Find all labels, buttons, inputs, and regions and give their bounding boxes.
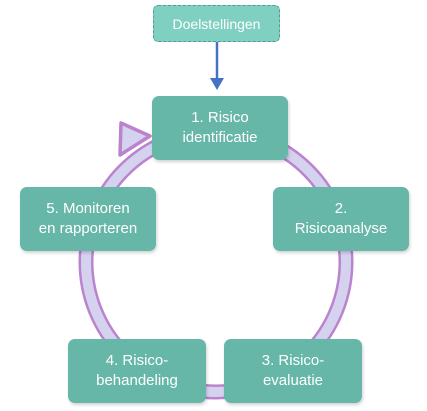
cycle-arrowhead [118,121,152,157]
objectives-box: Doelstellingen [153,5,280,42]
step-3-risk-evaluation: 3. Risico- evaluatie [224,339,362,403]
step-1-label: 1. Risico identificatie [182,109,258,146]
down-arrow [210,42,224,90]
step-4-risk-treatment: 4. Risico- behandeling [68,339,206,403]
step-1-risk-identification: 1. Risico identificatie [152,96,288,160]
step-5-monitoring-reporting: 5. Monitoren en rapporteren [20,187,156,251]
step-3-label: 3. Risico- evaluatie [261,352,325,389]
objectives-label: Doelstellingen [172,15,261,32]
step-2-risk-analysis: 2. Risicoanalyse [273,187,409,251]
step-2-label: 2. Risicoanalyse [294,200,388,237]
step-4-label: 4. Risico- behandeling [96,352,178,389]
step-5-label: 5. Monitoren en rapporteren [38,200,138,237]
